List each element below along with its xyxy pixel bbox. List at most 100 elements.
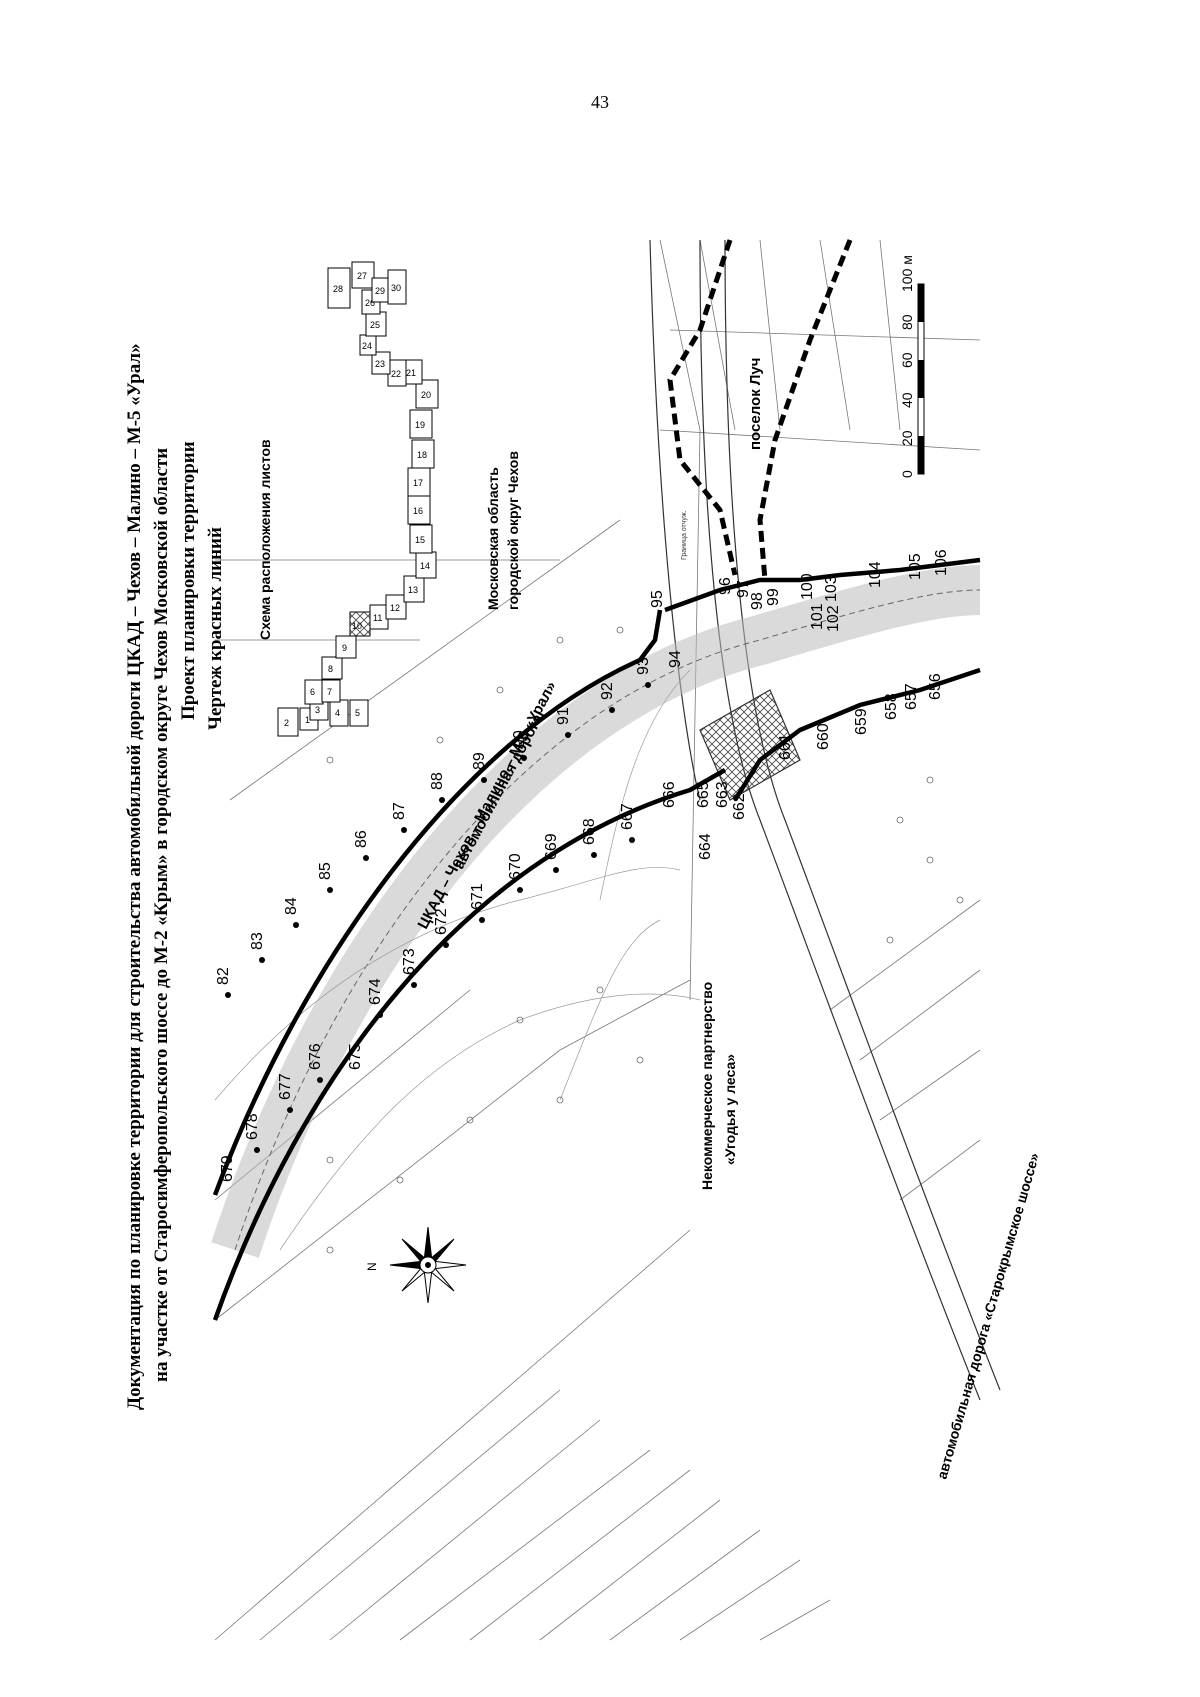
sheet-cell: 15	[409, 524, 433, 554]
partnership-label-1: Некоммерческое партнерство	[699, 982, 715, 1190]
sheet-cell: 22	[387, 359, 407, 387]
svg-text:18: 18	[417, 450, 427, 460]
red-line-vertices	[225, 682, 651, 1153]
sheet-cell: 25	[365, 311, 387, 337]
title-line-3: Проект планировки территории	[178, 441, 199, 720]
title-line-4: Чертеж красных линий	[205, 527, 226, 730]
scale-tick: 100 м	[899, 255, 915, 292]
sheet-cell: 4	[329, 699, 349, 727]
point-label: 669	[543, 833, 560, 860]
point-label: 668	[581, 818, 598, 845]
point-label: 92	[599, 682, 616, 700]
point-label: 94	[667, 650, 684, 668]
point-label: 99	[765, 588, 782, 606]
sheet-cell: 23	[371, 351, 391, 375]
svg-text:28: 28	[333, 284, 343, 294]
svg-text:12: 12	[390, 603, 400, 613]
point-label: 666	[661, 781, 678, 808]
point-label: 657	[903, 683, 920, 710]
point-label: 671	[469, 883, 486, 910]
sheet-cell: 8	[321, 656, 343, 680]
sheet-cell: 7	[321, 679, 341, 703]
region-label-2: городской округ Чехов	[505, 451, 521, 610]
point-label: 100	[799, 573, 816, 600]
svg-text:30: 30	[391, 283, 401, 293]
scale-tick: 0	[899, 470, 915, 478]
point-label: 679	[219, 1155, 236, 1182]
page-number: 43	[591, 92, 609, 112]
svg-text:14: 14	[420, 561, 430, 571]
point-label: 102	[825, 605, 842, 632]
sheet-cell: 17	[407, 467, 431, 497]
scale-tick: 80	[899, 314, 915, 330]
sheet-cell: 16	[407, 495, 431, 525]
point-label: 97	[735, 580, 752, 598]
point-label: 663	[714, 781, 731, 808]
sheet-cell: 12	[385, 594, 407, 620]
point-label: 96	[717, 577, 734, 595]
point-label: 677	[277, 1073, 294, 1100]
point-label: 104	[867, 561, 884, 588]
red-line-north	[212, 557, 981, 1196]
red-line-south	[212, 667, 981, 1321]
point-label: 105	[907, 553, 924, 580]
svg-text:20: 20	[421, 390, 431, 400]
border-label: Граница отчуж.	[681, 510, 688, 560]
point-label: 673	[401, 948, 418, 975]
svg-text:27: 27	[357, 271, 367, 281]
point-label: 667	[619, 803, 636, 830]
sheet-cell: 20	[415, 379, 439, 409]
scale-tick: 40	[899, 392, 915, 408]
point-label: 85	[317, 862, 334, 880]
svg-text:7: 7	[327, 687, 332, 697]
scale-bar: 0 20 40 60 80 100 м	[899, 255, 925, 478]
svg-text:8: 8	[328, 664, 333, 674]
point-label: 93	[635, 657, 652, 675]
scale-tick: 20	[899, 430, 915, 446]
svg-text:16: 16	[413, 506, 423, 516]
title-block: Документация по планировке территории дл…	[124, 343, 226, 1410]
svg-text:6: 6	[310, 687, 315, 697]
svg-text:22: 22	[391, 369, 401, 379]
svg-text:13: 13	[408, 585, 418, 595]
point-label: 98	[749, 592, 766, 610]
svg-text:25: 25	[370, 320, 380, 330]
point-label: 658	[883, 693, 900, 720]
point-label: 662	[731, 793, 748, 820]
point-label: 678	[244, 1113, 261, 1140]
inset-sheets: 1 2 3 4 5 6 7 8 9 10 11 12 13 14 15 16 1…	[277, 261, 439, 737]
point-label: 674	[367, 978, 384, 1005]
svg-text:15: 15	[415, 535, 425, 545]
sheet-cell: 24	[359, 334, 377, 356]
point-label: 106	[933, 549, 950, 576]
parcel-lines	[214, 239, 981, 1641]
north-label: N	[365, 1262, 379, 1271]
point-label: 661	[777, 733, 794, 760]
old-road	[649, 239, 1001, 1401]
sheet-cell: 5	[349, 699, 369, 727]
svg-text:4: 4	[335, 708, 340, 718]
svg-text:17: 17	[413, 478, 423, 488]
sheet-cell: 29	[371, 277, 391, 303]
sheet-cell: 11	[369, 604, 389, 630]
scale-tick: 60	[899, 352, 915, 368]
sheet-cell: 13	[403, 575, 425, 603]
point-label: 675	[347, 1043, 364, 1070]
point-label: 672	[433, 908, 450, 935]
region-labels: Московская область городской округ Чехов	[485, 451, 521, 610]
svg-text:3: 3	[315, 705, 320, 715]
point-label: 665	[695, 781, 712, 808]
sheet-cell: 28	[327, 267, 351, 309]
road-labels: автомобильная дорога ЦКАД – Чехов – Мали…	[415, 679, 560, 932]
svg-text:21: 21	[406, 368, 416, 378]
sheet-cell: 30	[387, 269, 407, 305]
sheet-cell: 9	[335, 635, 357, 659]
region-label-1: Московская область	[485, 467, 501, 610]
settlement-label: поселок Луч	[747, 358, 764, 450]
svg-text:11: 11	[373, 613, 382, 623]
point-label: 90	[511, 730, 528, 748]
sheet-cell: 10	[349, 611, 371, 637]
new-road-corridor	[211, 565, 981, 1258]
svg-text:10: 10	[352, 621, 362, 631]
point-label: 86	[353, 830, 370, 848]
